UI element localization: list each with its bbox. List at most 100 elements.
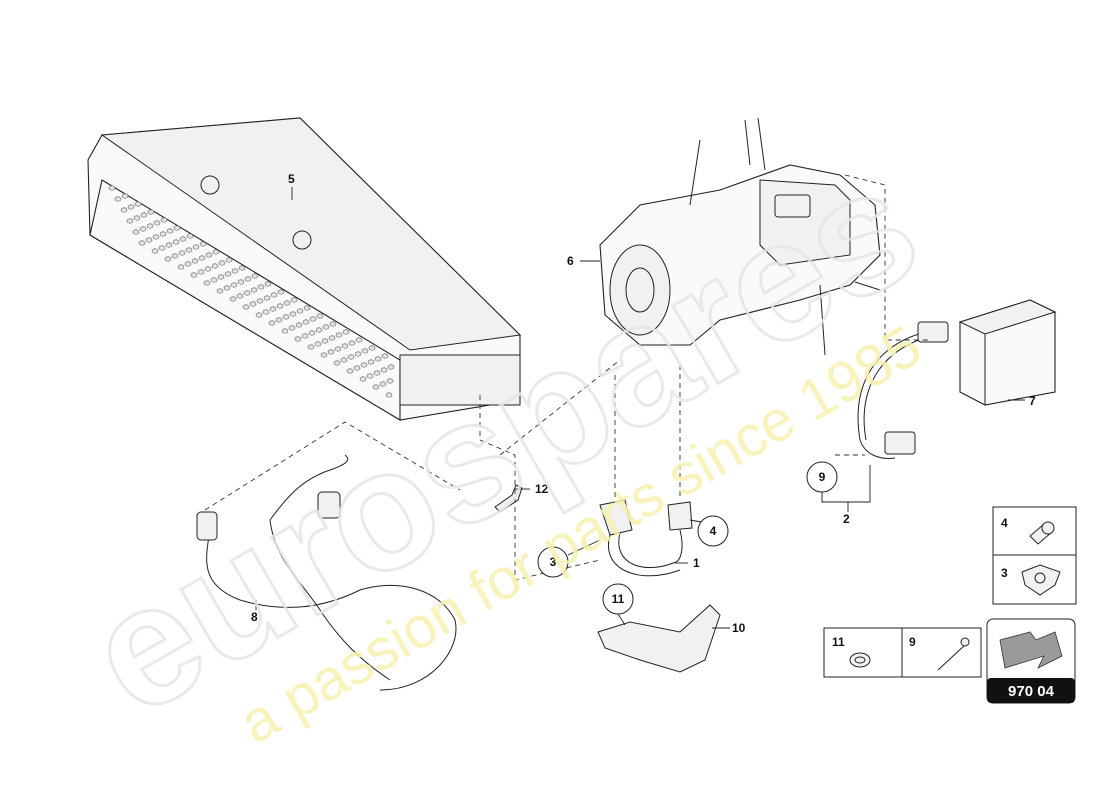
- battery-vent-hole: [256, 298, 264, 304]
- control-module[interactable]: [958, 299, 1057, 406]
- battery-vent-hole: [387, 364, 395, 370]
- battery-vent-hole: [309, 316, 317, 322]
- arrow-icon: [999, 631, 1063, 669]
- battery-vent-hole: [127, 204, 135, 210]
- battery-vent-hole: [264, 281, 272, 287]
- battery-vent-hole: [197, 269, 205, 275]
- battery-vent-hole: [281, 328, 289, 334]
- drive-unit[interactable]: [599, 117, 881, 356]
- callout-circle-11: [602, 583, 634, 615]
- heat-shield-10[interactable]: [597, 604, 721, 673]
- battery-vent-hole: [204, 266, 212, 272]
- clamp-icon: [1021, 564, 1061, 596]
- legend-label-cable-tie: 9: [909, 635, 916, 649]
- battery-vent-hole: [334, 346, 342, 352]
- battery-vent-hole: [302, 319, 310, 325]
- cable-harness-2[interactable]: [857, 321, 949, 459]
- battery-vent-hole: [367, 359, 375, 365]
- battery-vent-hole: [366, 373, 374, 379]
- battery-vent-hole: [255, 312, 263, 318]
- cable-tie-icon: [937, 637, 970, 671]
- circled-callouts: 9 4 3 11: [537, 461, 838, 615]
- battery-vent-hole: [359, 376, 367, 382]
- battery-vent-hole: [294, 336, 302, 342]
- battery-vent-hole: [346, 368, 354, 374]
- battery-vent-hole: [316, 313, 324, 319]
- battery-vent-hole: [301, 333, 309, 339]
- battery-vent-hole: [152, 234, 160, 240]
- battery-vent-hole: [342, 329, 350, 335]
- callout-1: 1: [693, 556, 700, 570]
- battery-vent-hole: [244, 276, 252, 282]
- diagram-code-plate: 970 04: [986, 618, 1076, 704]
- battery-vent-hole: [381, 353, 389, 359]
- battery-vent-hole: [179, 236, 187, 242]
- battery-vent-hole: [160, 217, 168, 223]
- battery-vent-hole: [270, 292, 278, 298]
- battery-vent-hole: [203, 280, 211, 286]
- callout-6: 6: [567, 254, 574, 268]
- battery-vent-hole: [303, 305, 311, 311]
- battery-vent-hole: [132, 229, 140, 235]
- battery-vent-hole: [290, 297, 298, 303]
- battery-vent-hole: [373, 370, 381, 376]
- battery-vent-hole: [199, 241, 207, 247]
- battery-vent-hole: [333, 360, 341, 366]
- battery-pack[interactable]: [87, 117, 522, 421]
- battery-vent-hole: [288, 325, 296, 331]
- battery-vent-hole: [212, 249, 220, 255]
- battery-vent-hole: [335, 332, 343, 338]
- guide-lines: [204, 174, 930, 581]
- battery-vent-hole: [159, 231, 167, 237]
- battery-vent-hole: [379, 381, 387, 387]
- callout-4: 4: [710, 524, 717, 538]
- legend-label-clip: 11: [832, 635, 845, 649]
- battery-vent-hole: [210, 277, 218, 283]
- battery-vent-hole: [146, 223, 154, 229]
- battery-vent-hole: [140, 212, 148, 218]
- battery-vent-hole: [229, 296, 237, 302]
- battery-vent-hole: [242, 304, 250, 310]
- battery-vent-hole: [236, 293, 244, 299]
- battery-vent-hole: [257, 284, 265, 290]
- callout-circle-9: [806, 461, 838, 493]
- battery-vent-hole: [185, 247, 193, 253]
- battery-vent-hole: [385, 392, 393, 398]
- callout-circle-3: [537, 546, 569, 578]
- battery-vent-hole: [153, 220, 161, 226]
- callout-10: 10: [732, 621, 746, 635]
- diagram-code: 970 04: [1008, 683, 1055, 700]
- callout-circle-4: [697, 515, 729, 547]
- battery-vent-hole: [347, 354, 355, 360]
- battery-vent-hole: [138, 240, 146, 246]
- battery-vent-hole: [307, 344, 315, 350]
- battery-vent-hole: [147, 209, 155, 215]
- battery-vent-hole: [277, 289, 285, 295]
- battery-vent-hole: [268, 320, 276, 326]
- battery-vent-hole: [295, 322, 303, 328]
- battery-vent-hole: [386, 378, 394, 384]
- hose-1[interactable]: [599, 499, 693, 577]
- leader-lines: [255, 187, 1025, 629]
- legend-clips: 11 9: [823, 627, 982, 678]
- battery-vent-hole: [276, 303, 284, 309]
- battery-vent-hole: [216, 288, 224, 294]
- battery-vent-hole: [114, 196, 122, 202]
- battery-vent-hole: [166, 228, 174, 234]
- callout-11: 11: [612, 592, 625, 606]
- legend-label-clamp: 3: [1001, 566, 1008, 580]
- battery-vent-hole: [327, 349, 335, 355]
- battery-vent-hole: [289, 311, 297, 317]
- battery-vent-hole: [243, 290, 251, 296]
- battery-vent-hole: [348, 340, 356, 346]
- screw-icon: [1029, 521, 1055, 545]
- wiring-harness-8[interactable]: [196, 454, 457, 691]
- battery-vent-hole: [269, 306, 277, 312]
- battery-vent-hole: [353, 365, 361, 371]
- legend-fasteners: 4 3: [992, 506, 1077, 605]
- battery-vent-hole: [190, 272, 198, 278]
- battery-vent-hole: [171, 253, 179, 259]
- callout-3: 3: [550, 555, 557, 569]
- battery-vent-hole: [108, 185, 116, 191]
